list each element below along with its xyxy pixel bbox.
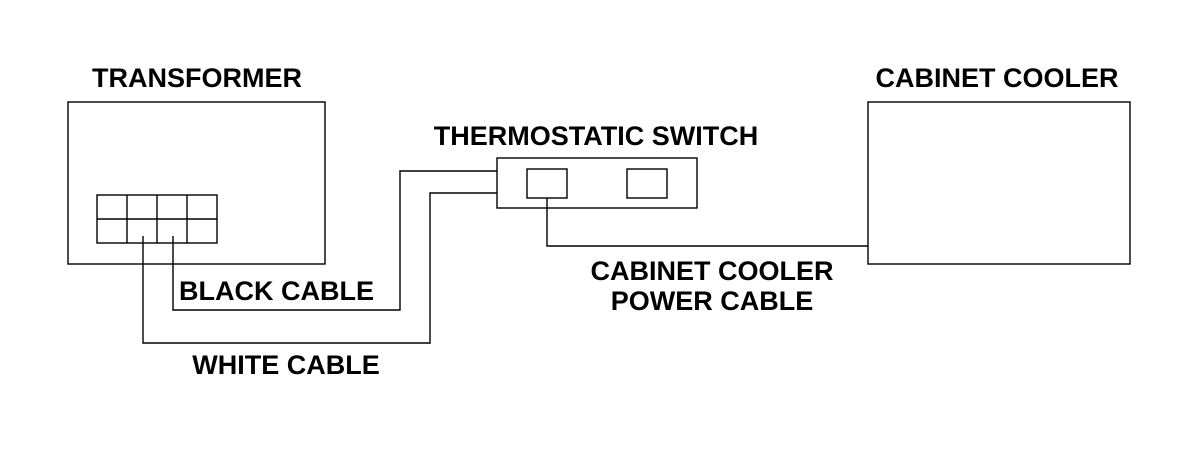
- white-cable-line: [142, 192, 497, 344]
- thermostatic-switch-label: THERMOSTATIC SWITCH: [434, 121, 758, 151]
- cabinet-cooler-power-cable-label-line1: CABINET COOLER: [591, 256, 834, 286]
- terminal-block: [96, 194, 218, 244]
- black-cable-line: [172, 170, 497, 311]
- cabinet-cooler-power-cable-line: [546, 198, 868, 247]
- black-cable-label: BLACK CABLE: [179, 276, 374, 306]
- switch-left-terminal: [526, 168, 568, 199]
- white-cable-label: WHITE CABLE: [192, 350, 379, 380]
- transformer-box: [67, 101, 326, 265]
- thermostatic-switch-box: [496, 157, 698, 209]
- transformer-label: TRANSFORMER: [92, 63, 302, 93]
- cabinet-cooler-box: [867, 101, 1131, 265]
- switch-right-terminal: [626, 168, 668, 199]
- cabinet-cooler-power-cable-label-line2: POWER CABLE: [611, 286, 814, 316]
- cabinet-cooler-label: CABINET COOLER: [876, 63, 1119, 93]
